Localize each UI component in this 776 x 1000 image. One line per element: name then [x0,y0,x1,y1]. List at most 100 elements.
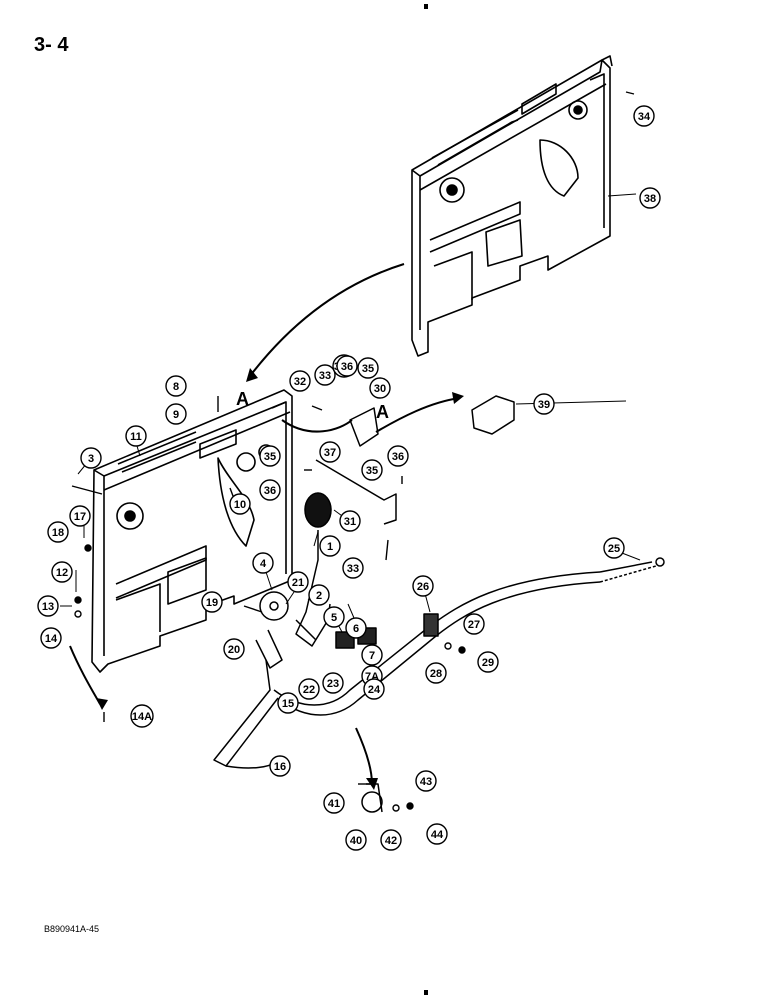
callout-12: 12 [51,561,73,583]
callout-label: 13 [42,601,54,613]
callout-8: 8 [165,375,187,397]
callout-circle [361,644,383,666]
callout-circle [223,638,245,660]
callout-35: 35 [259,445,281,467]
callout-circle [229,493,251,515]
callout-37: 37 [319,441,341,463]
callout-25: 25 [603,537,625,559]
callout-label: 24 [368,684,381,696]
callout-44: 44 [426,823,448,845]
callout-label: 18 [52,527,64,539]
callout-label: 3 [88,453,94,465]
callout-circle [415,770,437,792]
page-number: 3- 4 [34,34,69,56]
callout-label: 29 [482,657,494,669]
callout-1: 1 [319,535,341,557]
callout-circle [463,613,485,635]
callout-label: 21 [292,577,304,589]
callout-circle [165,403,187,425]
callout-circle [40,627,62,649]
callout-24: 24 [363,678,385,700]
callout-42: 42 [380,829,402,851]
callout-23: 23 [322,672,344,694]
callout-label: 41 [328,798,340,810]
view-letter-a-right: A [376,402,389,422]
figure-code: B890941A-45 [44,924,100,934]
callout-label: 34 [638,111,651,123]
callout-circle [130,704,154,728]
callout-circle [342,557,364,579]
callout-label: 35 [264,451,276,463]
callout-label: 10 [234,499,246,511]
callout-label: 20 [228,644,240,656]
callout-circle [477,651,499,673]
callout-33: 33 [342,557,364,579]
callout-label: 38 [644,193,656,205]
callout-label: 4 [260,558,267,570]
callout-10: 10 [229,493,251,515]
callout-circle [380,829,402,851]
callout-14: 14 [40,627,62,649]
callout-label: 1 [327,541,333,553]
callout-35: 35 [361,459,383,481]
callout-circle [336,355,358,377]
callout-3: 3 [80,447,102,469]
callout-28: 28 [425,662,447,684]
callout-6: 6 [345,617,367,639]
callout-circle [633,105,655,127]
callout-label: 22 [303,684,315,696]
callout-label: 9 [173,409,179,421]
callout-label: 28 [430,668,442,680]
callout-35: 35 [357,357,379,379]
side-panel-upper [411,55,613,357]
callout-14a: 14A [130,704,154,728]
callout-label: 40 [350,835,362,847]
callout-label: 6 [353,623,359,635]
callout-label: 35 [362,363,374,375]
callout-circle [51,561,73,583]
callout-label: 36 [392,451,404,463]
callout-label: 15 [282,698,294,710]
callout-circle [69,505,91,527]
callout-19: 19 [201,591,223,613]
callout-circle [37,595,59,617]
callout-26: 26 [412,575,434,597]
callout-label: 30 [374,383,386,395]
callout-circle [387,445,409,467]
callout-29: 29 [477,651,499,673]
callout-label: 23 [327,678,339,690]
callout-label: 44 [431,829,444,841]
callout-label: 33 [347,563,359,575]
callout-9: 9 [165,403,187,425]
callout-label: 25 [608,543,620,555]
callout-label: 37 [324,447,336,459]
callout-circle [125,425,147,447]
callout-33: 33 [314,364,336,386]
callout-38: 38 [639,187,661,209]
callout-circle [47,521,69,543]
callout-label: 19 [206,597,218,609]
callout-18: 18 [47,521,69,543]
callout-label: 14A [132,711,152,723]
callout-circle [252,552,274,574]
callout-label: 43 [420,776,432,788]
callout-2: 2 [308,584,330,606]
callout-circle [426,823,448,845]
callout-circle [287,571,309,593]
page-mark-top [424,4,428,9]
callout-label: 35 [366,465,378,477]
callout-15: 15 [277,692,299,714]
callout-circle [323,606,345,628]
callout-circle [357,357,379,379]
callout-circle [323,792,345,814]
callout-label: 7 [369,650,375,662]
callout-39: 39 [533,393,555,415]
callout-circle [361,459,383,481]
callout-circle [269,755,291,777]
callout-circle [259,445,281,467]
callout-circle [412,575,434,597]
callout-22: 22 [298,678,320,700]
callout-label: 36 [341,361,353,373]
callout-circle [277,692,299,714]
